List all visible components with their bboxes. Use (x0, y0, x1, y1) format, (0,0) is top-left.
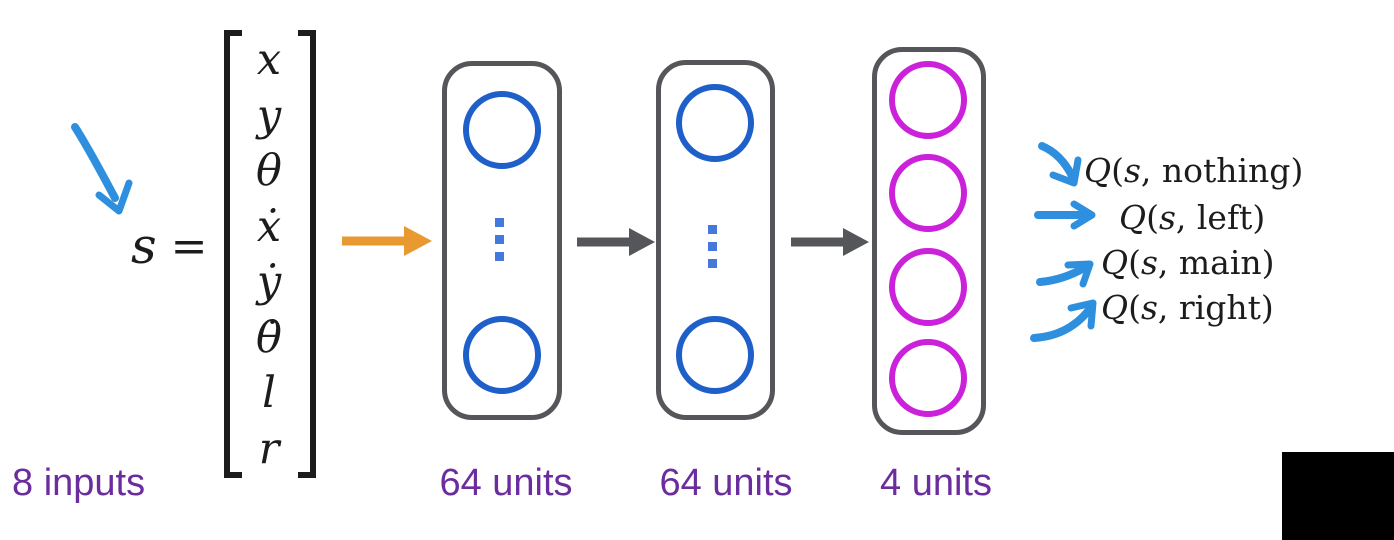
neuron-icon (676, 84, 754, 162)
neuron-icon (463, 316, 541, 394)
layer1-units-label: 64 units (439, 462, 573, 504)
corner-black-box (1282, 452, 1394, 540)
vector-right-bracket (298, 30, 316, 478)
hidden-layer-1 (442, 61, 562, 420)
neuron-icon (463, 91, 541, 169)
vector-entry-l: l (262, 368, 276, 418)
q-label-right: Q(s, right) (1101, 288, 1274, 327)
output-neuron-icon (889, 339, 967, 417)
state-vector: x y θ ẋ ẏ θ̇ l r (238, 33, 300, 477)
pen-arrow-q-main-icon (1036, 260, 1094, 288)
ellipsis-dot-icon (708, 259, 717, 268)
output-layer (872, 47, 986, 435)
vector-entry-x: x (256, 35, 282, 85)
output-neuron-icon (889, 61, 967, 139)
state-symbol: s (131, 217, 157, 275)
output-neuron-icon (889, 248, 967, 326)
vector-left-bracket (224, 30, 242, 478)
q-label-main: Q(s, main) (1101, 243, 1275, 282)
neuron-icon (676, 316, 754, 394)
ellipsis-dot-icon (708, 225, 717, 234)
state-equation: s = (131, 221, 208, 271)
ellipsis-dot-icon (495, 235, 504, 244)
vector-entry-thetadot: θ̇ (256, 312, 282, 363)
pen-arrow-q-nothing-icon (1038, 142, 1082, 187)
q-label-nothing: Q(s, nothing) (1084, 151, 1304, 190)
hidden-layer-2 (656, 60, 775, 420)
equals-sign: = (170, 221, 208, 272)
vector-entry-theta: θ (256, 146, 282, 196)
pen-arrow-q-left-icon (1034, 200, 1096, 230)
layer1-to-layer2-arrow-icon (577, 228, 655, 256)
ellipsis-dot-icon (495, 218, 504, 227)
vector-entry-y: y (256, 90, 282, 141)
output-neuron-icon (889, 154, 967, 232)
vector-entry-r: r (258, 423, 280, 474)
layer2-units-label: 64 units (659, 462, 793, 504)
inputs-count-label: 8 inputs (12, 462, 146, 504)
layer2-to-layer3-arrow-icon (791, 228, 869, 256)
layer3-units-label: 4 units (880, 462, 992, 504)
vector-entry-ydot: ẏ (256, 257, 282, 307)
pen-arrow-state-icon (71, 123, 133, 215)
vector-entry-xdot: ẋ (256, 201, 282, 252)
q-label-left: Q(s, left) (1119, 198, 1266, 237)
input-arrow-icon (342, 226, 432, 256)
pen-arrow-q-right-icon (1030, 299, 1097, 342)
ellipsis-dot-icon (708, 242, 717, 251)
ellipsis-dot-icon (495, 252, 504, 261)
